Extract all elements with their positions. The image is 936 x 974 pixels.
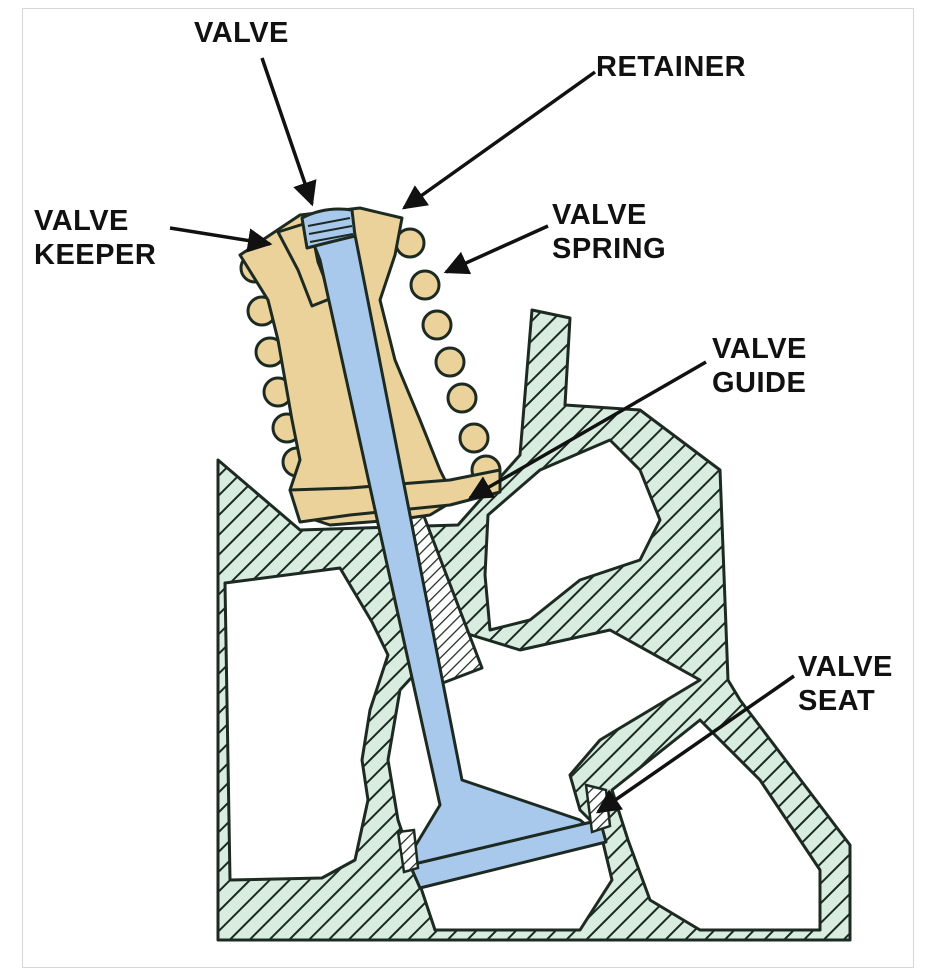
label-spring-line2: SPRING: [552, 232, 666, 266]
label-valve-seat: VALVE SEAT: [798, 650, 893, 718]
label-guide-line2: GUIDE: [712, 366, 807, 400]
label-retainer-text: RETAINER: [596, 50, 746, 84]
spring-leader: [446, 226, 548, 272]
label-seat-line1: VALVE: [798, 650, 893, 684]
label-guide-line1: VALVE: [712, 332, 807, 366]
label-spring-line1: VALVE: [552, 198, 666, 232]
label-keeper-line2: KEEPER: [34, 238, 156, 272]
label-keeper-line1: VALVE: [34, 204, 156, 238]
retainer-leader: [404, 72, 595, 208]
label-seat-line2: SEAT: [798, 684, 893, 718]
keeper-leader: [170, 228, 270, 244]
label-valve-text: VALVE: [194, 16, 289, 50]
label-retainer: RETAINER: [596, 50, 746, 84]
label-valve-spring: VALVE SPRING: [552, 198, 666, 266]
label-valve-guide: VALVE GUIDE: [712, 332, 807, 400]
label-valve-keeper: VALVE KEEPER: [34, 204, 156, 272]
label-valve: VALVE: [194, 16, 289, 50]
valve-leader: [262, 58, 312, 204]
